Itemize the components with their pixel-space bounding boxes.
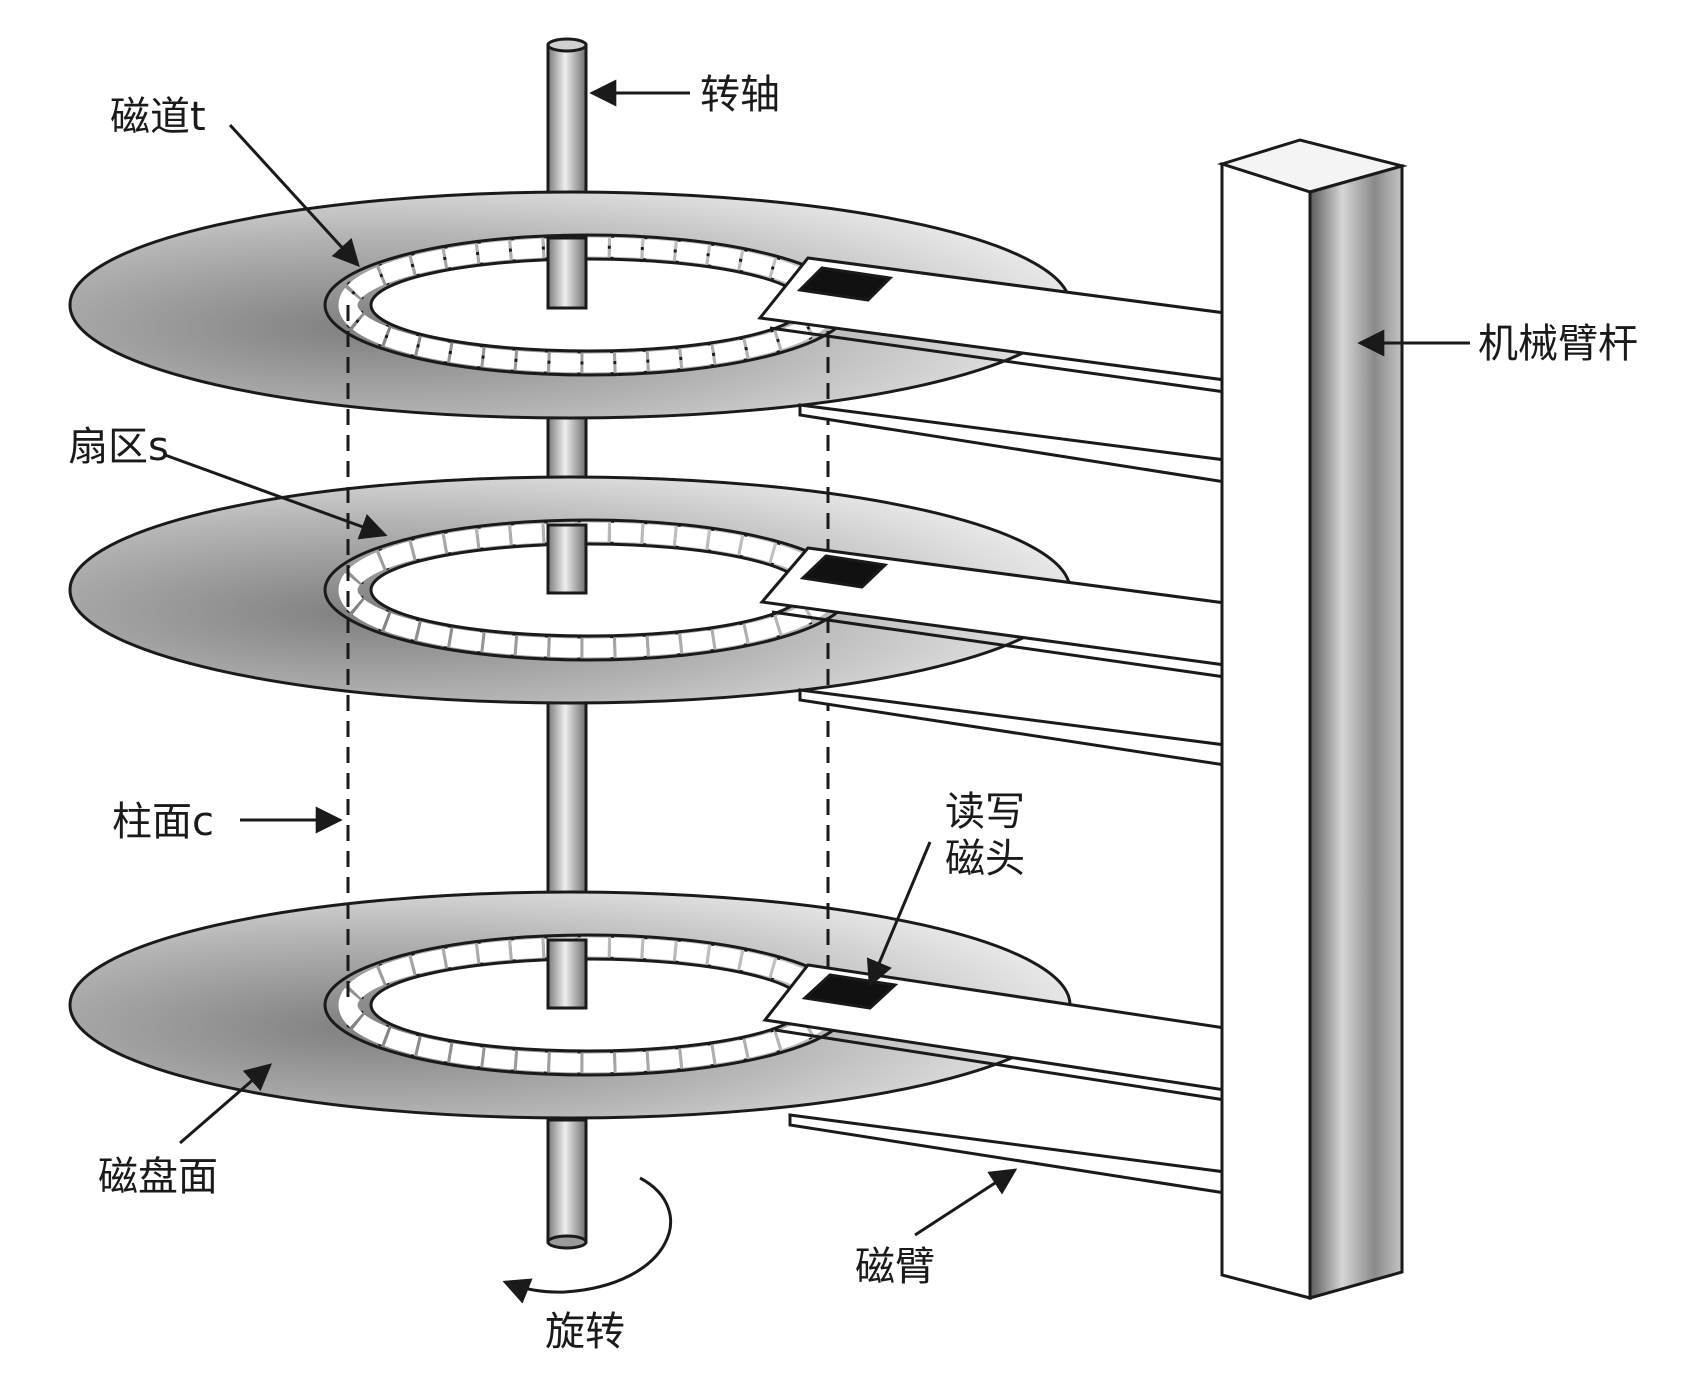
spindle-bottom xyxy=(546,1118,588,1244)
leader-platter xyxy=(179,1063,273,1145)
read-write-head-1 xyxy=(796,266,894,302)
cylinder-outline xyxy=(346,305,830,1005)
label-rotation: 旋转 xyxy=(545,1309,625,1355)
label-sector: 扇区s xyxy=(68,424,169,470)
leader-head xyxy=(866,841,932,988)
leader-sector xyxy=(164,453,388,540)
label-arm: 磁臂 xyxy=(855,1244,935,1290)
arm-rod xyxy=(1216,138,1408,1300)
leader-lines xyxy=(164,79,1470,1237)
leader-track xyxy=(228,123,360,267)
label-cylinder: 柱面c xyxy=(112,799,214,845)
label-head-line1: 读写 xyxy=(945,789,1025,835)
leader-arm xyxy=(914,1168,1018,1237)
label-head-line2: 磁头 xyxy=(945,836,1025,882)
arm-3-lower xyxy=(788,1113,1227,1195)
labels: 转轴 磁道t 机械臂杆 扇区s 柱面c 读写 磁头 磁盘面 磁臂 旋转 xyxy=(68,72,1638,1355)
read-write-head-2 xyxy=(799,554,889,589)
label-arm-rod: 机械臂杆 xyxy=(1478,321,1638,367)
label-platter-surface: 磁盘面 xyxy=(98,1154,218,1200)
arm-2-lower xyxy=(798,688,1227,767)
arm-1-lower xyxy=(798,403,1227,484)
rotation-arrow xyxy=(502,1176,672,1304)
label-spindle: 转轴 xyxy=(700,72,780,118)
label-track: 磁道t xyxy=(110,94,206,140)
platter-top xyxy=(68,190,1072,420)
